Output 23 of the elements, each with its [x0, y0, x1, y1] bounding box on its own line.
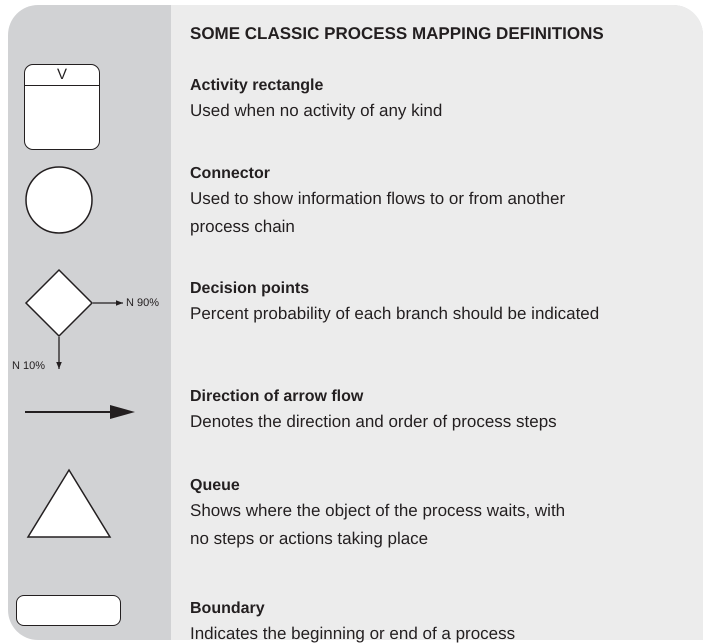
- activity-header-text: V: [25, 65, 99, 86]
- definition-heading: Boundary: [190, 599, 266, 619]
- definition-heading: Direction of arrow flow: [190, 387, 364, 407]
- connector-circle: [25, 166, 93, 234]
- definition-text: Used to show information flows to or from another process chain: [190, 188, 566, 238]
- definition-heading: Activity rectangle: [190, 76, 324, 96]
- boundary-box: [16, 595, 121, 626]
- decision-diamond: [25, 269, 93, 337]
- title: SOME CLASSIC PROCESS MAPPING DEFINITIONS: [190, 24, 604, 44]
- definition-text: Shows where the object of the process waits, with no steps or actions taking place: [190, 500, 566, 550]
- definition-heading: Queue: [190, 476, 241, 496]
- queue-triangle: [27, 469, 111, 538]
- definition-heading: Connector: [190, 164, 271, 184]
- definition-text: Used when no activity of any kind: [190, 100, 444, 122]
- branch-label: N 10%: [12, 358, 52, 374]
- branch-label: N 90%: [126, 295, 166, 311]
- definition-text: Denotes the direction and order of process steps: [190, 411, 558, 433]
- arrow: [93, 300, 123, 306]
- arrow: [56, 337, 62, 369]
- definition-text: Indicates the beginning or end of a process: [190, 623, 516, 643]
- definition-heading: Decision points: [190, 279, 310, 299]
- activity-rectangle: [24, 64, 100, 150]
- definition-text: Percent probability of each branch should be indicated: [190, 303, 600, 325]
